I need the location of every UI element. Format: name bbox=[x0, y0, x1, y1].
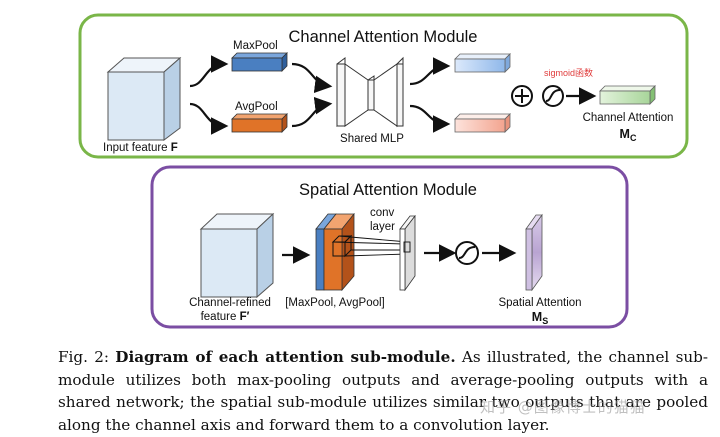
conv-projection-lines bbox=[332, 235, 412, 257]
avgpool-label: AvgPool bbox=[235, 101, 278, 113]
caption-title: Diagram of each attention sub-module. bbox=[115, 348, 456, 366]
watermark: 知乎 @图像博士的猫猫 bbox=[480, 398, 646, 416]
shared-mlp bbox=[336, 56, 404, 128]
spatial-attention-symbol: MS bbox=[532, 310, 548, 326]
channel-refined-label-line2: feature F′ bbox=[201, 311, 250, 323]
channel-module-title: Channel Attention Module bbox=[289, 28, 478, 46]
elementwise-sum-icon bbox=[511, 85, 533, 107]
spatial-module-title: Spatial Attention Module bbox=[299, 181, 477, 199]
spatial-attention-label: Spatial Attention bbox=[498, 297, 581, 309]
arrow-mlp-to-bottom-output bbox=[409, 104, 451, 133]
shared-mlp-label: Shared MLP bbox=[340, 133, 404, 145]
sigmoid-annotation: sigmoid函数 bbox=[544, 67, 593, 78]
input-feature-cube bbox=[106, 56, 182, 141]
channel-attention-label: Channel Attention bbox=[583, 112, 674, 124]
channel-attention-symbol: MC bbox=[620, 127, 637, 143]
spatial-sigmoid-icon bbox=[455, 241, 479, 265]
spatial-attention-output bbox=[525, 213, 543, 292]
attention-diagram: Channel Attention Module Input feature F… bbox=[78, 13, 689, 329]
spatial-attention-module: Spatial Attention Module Channel-refined… bbox=[150, 165, 629, 329]
conv-output-map bbox=[399, 214, 416, 292]
maxpool-vector bbox=[231, 52, 288, 72]
conv-layer-label-line1: conv bbox=[370, 207, 395, 219]
channel-refined-label-line1: Channel-refined bbox=[189, 297, 271, 309]
channel-refined-feature-cube bbox=[199, 212, 275, 299]
arrow-maxpool-to-mlp bbox=[291, 62, 333, 94]
pool-maps-label: [MaxPool, AvgPool] bbox=[285, 297, 385, 309]
channel-attention-output bbox=[599, 85, 656, 105]
conv-layer-label-line2: layer bbox=[370, 221, 395, 233]
maxpool-label: MaxPool bbox=[233, 40, 278, 52]
spatial-module-border bbox=[150, 165, 629, 329]
sigmoid-icon bbox=[542, 85, 564, 107]
arrow-to-avgpool bbox=[189, 102, 229, 135]
figure-caption: Fig. 2: Diagram of each attention sub-mo… bbox=[58, 346, 708, 436]
channel-attention-module: Channel Attention Module Input feature F… bbox=[78, 13, 689, 159]
arrow-mlp-to-top-output bbox=[409, 57, 451, 86]
avgpool-map bbox=[323, 212, 355, 292]
caption-text: As illustrated, the channel sub-module u… bbox=[58, 348, 708, 434]
mlp-output-avg bbox=[454, 113, 511, 133]
caption-fig-number: Fig. 2: bbox=[58, 348, 109, 366]
arrow-to-maxpool bbox=[189, 55, 229, 88]
avgpool-vector bbox=[231, 113, 288, 133]
arrow-avgpool-to-mlp bbox=[291, 96, 333, 128]
channel-module-border bbox=[78, 13, 689, 159]
input-feature-label: Input feature F bbox=[103, 142, 178, 154]
mlp-output-max bbox=[454, 53, 511, 73]
